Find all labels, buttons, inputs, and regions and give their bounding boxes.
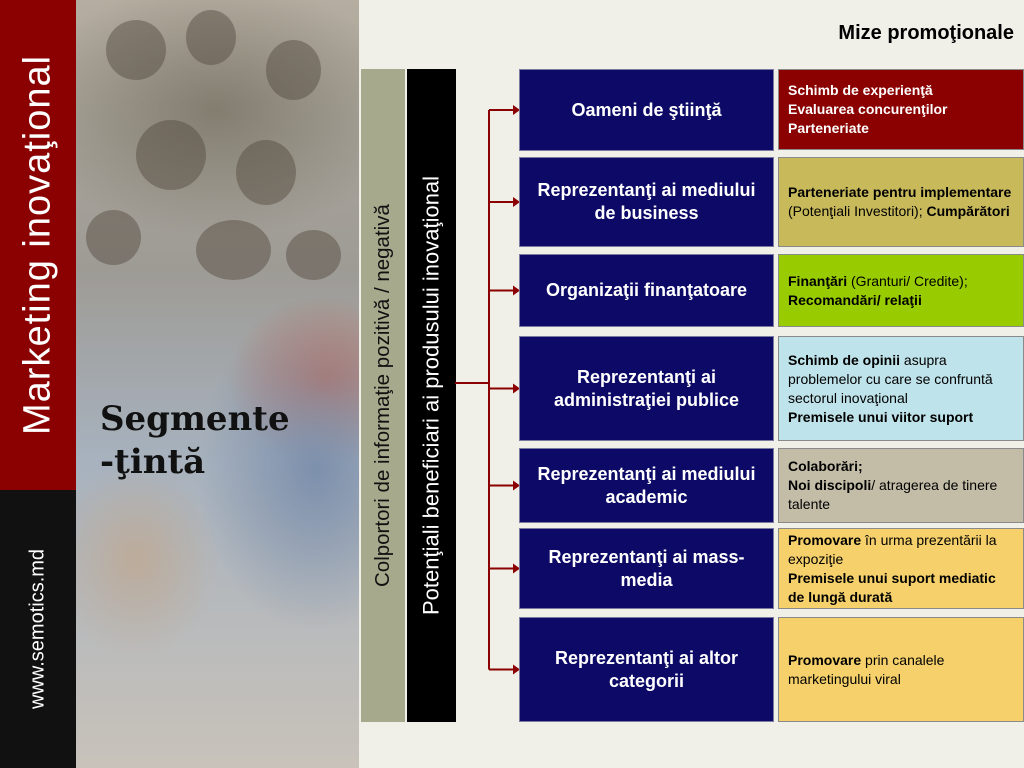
connector-lines: [455, 105, 520, 675]
potential-beneficiaries-column: [407, 69, 456, 722]
promotion-text: Schimb de opinii asupra problemelor cu c…: [788, 351, 1014, 427]
segment-box: Reprezentanţi ai mediului academic: [519, 448, 774, 523]
potential-beneficiaries-label: Potenţiali beneficiari ai produsului ino…: [418, 175, 444, 616]
promotion-text-part: Recomandări/ relaţii: [788, 291, 922, 308]
promotion-box: Promovare în urma prezentării la expoziţ…: [778, 528, 1024, 609]
promotion-text-part: Promovare: [788, 651, 862, 668]
promotion-text-part: / atragerea de tinere talente: [788, 477, 998, 512]
promotion-text-part: Noi discipoli: [788, 477, 872, 493]
presentation-title: Marketing inovaţional: [16, 54, 59, 436]
promotion-text-part: (Granturi/ Credite);: [847, 272, 968, 289]
segment-box: Reprezentanţi ai mass-media: [519, 528, 774, 609]
segment-box: Organizaţii finanţatoare: [519, 254, 774, 327]
promotion-box: Finanţări (Granturi/ Credite); Recomandăr…: [778, 254, 1024, 327]
promotion-text: Parteneriate pentru implementare (Potenţ…: [788, 183, 1014, 221]
page-title: Mize promoţionale: [838, 22, 1014, 44]
promotion-text-part: Cumpărători: [926, 203, 1010, 219]
segment-box: Reprezentanţi ai administraţiei publice: [519, 336, 774, 441]
promotion-text-part: Premisele unui suport mediatic de lungă …: [788, 569, 996, 605]
promotion-text-part: prin canalele marketingului viral: [788, 651, 945, 687]
promotion-text-part: Schimb de experienţă: [788, 82, 933, 98]
info-carriers-column: [361, 69, 405, 722]
promotion-text: Promovare prin canalele marketingului vi…: [788, 651, 1014, 689]
arrow-head-icon: [513, 383, 520, 394]
promotion-text-part: în urma prezentării la expoziţie: [788, 531, 997, 567]
promotion-box: Parteneriate pentru implementare (Potenţ…: [778, 157, 1024, 247]
promotion-text: Finanţări (Granturi/ Credite); Recomandăr…: [788, 272, 968, 310]
promotion-box: Colaborări; Noi discipoli/ atragerea de t…: [778, 448, 1024, 523]
promotion-box: Schimb de opinii asupra problemelor cu c…: [778, 336, 1024, 441]
promotion-text-part: Colaborări;: [788, 458, 863, 474]
website-label: www.semotics.md: [26, 548, 49, 710]
segment-box: Reprezentanţi ai mediului de business: [519, 157, 774, 247]
promotion-text-part: Promovare: [788, 531, 862, 548]
arrow-head-icon: [513, 480, 520, 491]
arrow-head-icon: [513, 105, 520, 115]
arrow-head-icon: [513, 664, 520, 675]
sidebar-band: [0, 0, 76, 490]
segment-box: Reprezentanţi ai altor categorii: [519, 617, 774, 722]
promotion-box: Promovare prin canalele marketingului vi…: [778, 617, 1024, 722]
promotion-text-part: Finanţări: [788, 272, 848, 289]
promotion-text-part: Premisele unui viitor suport: [788, 408, 974, 425]
background-photo: [76, 0, 359, 768]
arrow-head-icon: [513, 285, 520, 296]
promotion-text: Colaborări; Noi discipoli/ atragerea de t…: [788, 457, 1014, 514]
info-carriers-label: Colportori de informaţie pozitivă / nega…: [371, 204, 394, 587]
promotion-text-part: Parteneriate pentru implementare: [788, 184, 1012, 200]
promotion-text: Promovare în urma prezentării la expoziţ…: [788, 531, 1014, 607]
promotion-text-part: Evaluarea concurenţilor: [788, 101, 948, 117]
arrow-head-icon: [513, 563, 520, 574]
promotion-text-part: Schimb de opinii: [788, 351, 901, 368]
arrow-head-icon: [513, 197, 520, 207]
segment-box: Oameni de ştiinţă: [519, 69, 774, 151]
segment-target-label: Segmente -ţintă: [100, 399, 290, 482]
sidebar-footer-band: [0, 490, 76, 768]
promotion-text-part: Parteneriate: [788, 120, 869, 136]
promotion-text-part: (Potenţiali Investitori);: [788, 203, 927, 219]
promotion-text-part: asupra problemelor cu care se confruntă …: [788, 351, 993, 406]
